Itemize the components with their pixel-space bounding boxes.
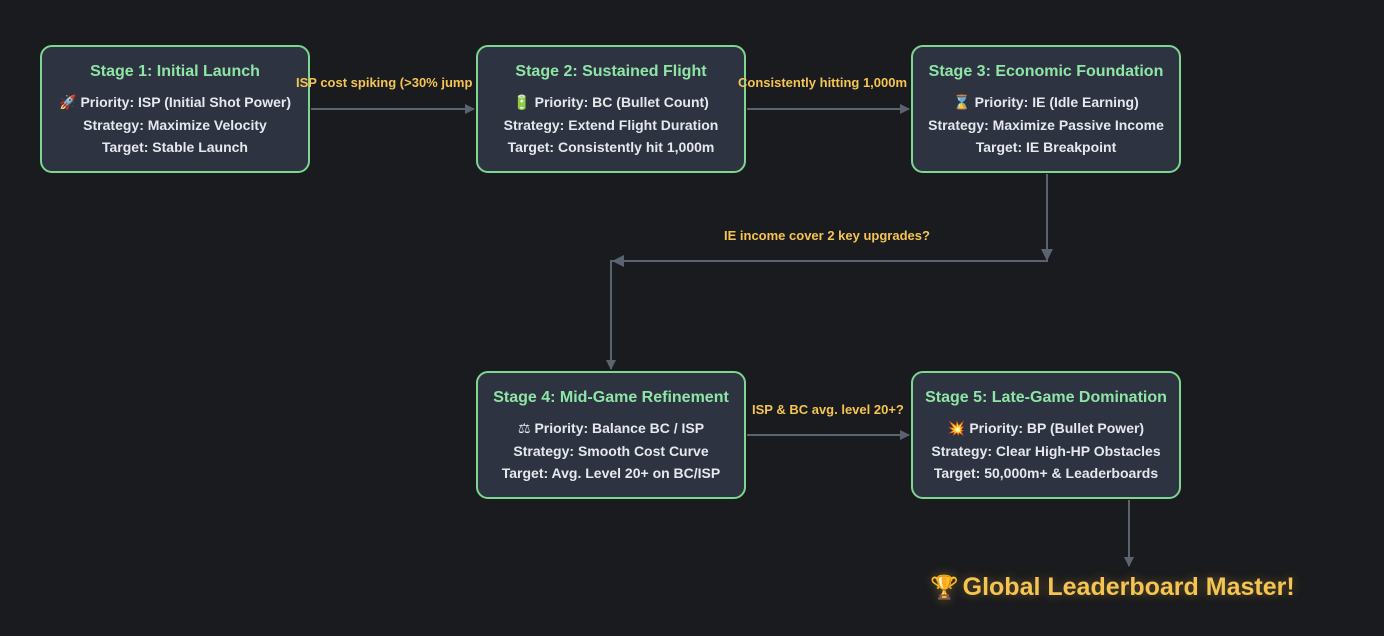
stage-3-strategy: Strategy: Maximize Passive Income xyxy=(928,117,1164,133)
edge-label-stage1-stage2: ISP cost spiking (>30% jump) xyxy=(296,75,472,90)
stage-5-title: Stage 5: Late-Game Domination xyxy=(925,389,1167,406)
stage-5-priority: Priority: BP (Bullet Power) xyxy=(969,420,1145,436)
rocket-icon: 🚀 xyxy=(59,95,77,111)
stage-5-target: Target: 50,000m+ & Leaderboards xyxy=(933,465,1159,481)
edge-label-stage4-stage5: ISP & BC avg. level 20+? xyxy=(752,402,904,417)
stage-3-node: Stage 3: Economic Foundation ⌛Priority: … xyxy=(911,45,1181,173)
final-goal: 🏆Global Leaderboard Master! xyxy=(930,573,1295,602)
stage-1-title: Stage 1: Initial Launch xyxy=(90,63,260,80)
battery-icon: 🔋 xyxy=(513,95,531,111)
stage-4-target: Target: Avg. Level 20+ on BC/ISP xyxy=(501,465,721,481)
stage-2-node: Stage 2: Sustained Flight 🔋Priority: BC … xyxy=(476,45,746,173)
connector-stage3-stage4 xyxy=(606,174,1048,370)
stage-1-strategy: Strategy: Maximize Velocity xyxy=(83,117,267,133)
stage-4-strategy: Strategy: Smooth Cost Curve xyxy=(513,443,709,459)
stage-4-priority-row: ⚖Priority: Balance BC / ISP xyxy=(478,417,744,440)
stage-5-priority-row: 💥Priority: BP (Bullet Power) xyxy=(913,417,1179,440)
stage-3-title: Stage 3: Economic Foundation xyxy=(928,63,1164,80)
edge-label-stage2-stage3: Consistently hitting 1,000m xyxy=(738,75,908,90)
trophy-icon: 🏆 xyxy=(930,575,959,601)
hourglass-icon: ⌛ xyxy=(953,95,971,111)
final-goal-label: Global Leaderboard Master! xyxy=(962,573,1295,601)
balance-scale-icon: ⚖ xyxy=(517,421,531,437)
stage-4-title: Stage 4: Mid-Game Refinement xyxy=(493,389,729,406)
stage-4-node: Stage 4: Mid-Game Refinement ⚖Priority: … xyxy=(476,371,746,499)
stage-2-title: Stage 2: Sustained Flight xyxy=(515,63,707,80)
stage-3-priority-row: ⌛Priority: IE (Idle Earning) xyxy=(913,91,1179,114)
stage-5-strategy: Strategy: Clear High-HP Obstacles xyxy=(931,443,1161,459)
stage-2-target: Target: Consistently hit 1,000m xyxy=(507,139,715,155)
stage-3-target: Target: IE Breakpoint xyxy=(975,139,1117,155)
connector-stage3-turn-arrow xyxy=(1041,249,1053,261)
stage-2-priority: Priority: BC (Bullet Count) xyxy=(534,94,709,110)
stage-5-node: Stage 5: Late-Game Domination 💥Priority:… xyxy=(911,371,1181,499)
stage-4-priority: Priority: Balance BC / ISP xyxy=(534,420,705,436)
stage-1-priority: Priority: ISP (Initial Shot Power) xyxy=(80,94,291,110)
stage-1-target: Target: Stable Launch xyxy=(102,139,248,155)
stage-1-priority-row: 🚀Priority: ISP (Initial Shot Power) xyxy=(42,91,308,114)
stage-1-node: Stage 1: Initial Launch 🚀Priority: ISP (… xyxy=(40,45,310,173)
edge-label-stage3-stage4: IE income cover 2 key upgrades? xyxy=(724,228,930,243)
connector-stage3-left-arrow xyxy=(612,255,624,267)
explosion-icon: 💥 xyxy=(947,421,966,437)
stage-3-priority: Priority: IE (Idle Earning) xyxy=(974,94,1139,110)
stage-2-priority-row: 🔋Priority: BC (Bullet Count) xyxy=(478,91,744,114)
stage-2-strategy: Strategy: Extend Flight Duration xyxy=(503,117,719,133)
